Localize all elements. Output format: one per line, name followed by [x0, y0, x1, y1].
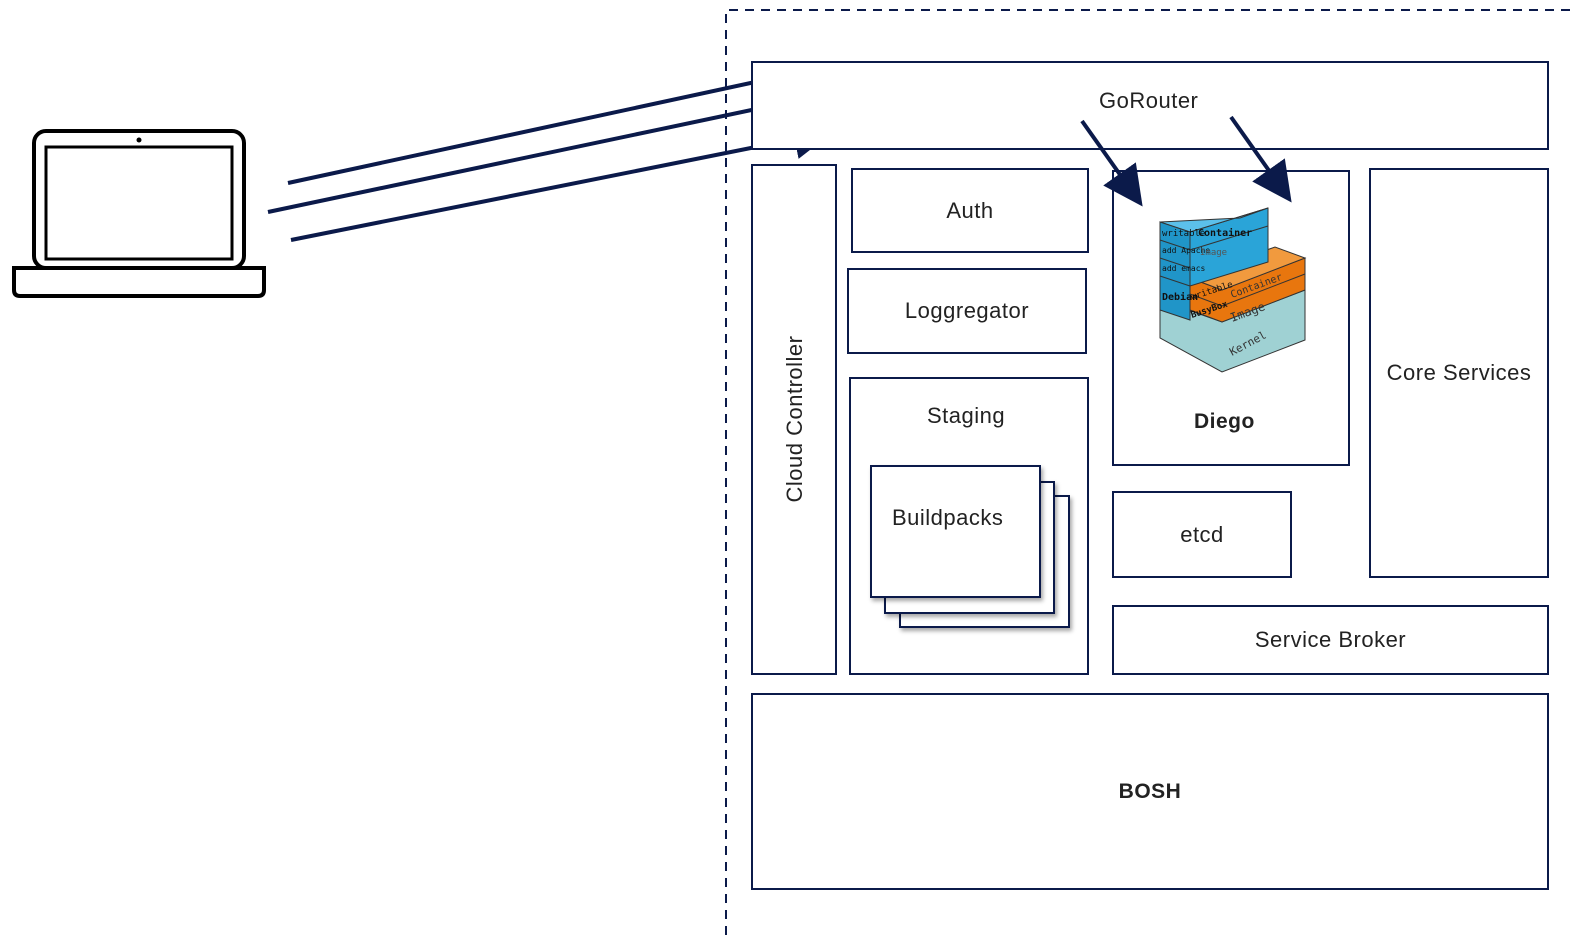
staging-label: Staging — [927, 403, 1006, 428]
buildpacks-label: Buildpacks — [892, 505, 1004, 530]
service-broker-label: Service Broker — [1254, 627, 1407, 652]
cloud-controller-box: Cloud Controller — [751, 164, 837, 675]
platform-boundary — [725, 9, 1575, 935]
loggregator-label: Loggregator — [904, 298, 1030, 323]
service-broker-box: Service Broker — [1112, 605, 1549, 675]
core-services-label: Core Services — [1386, 360, 1532, 385]
auth-box: Auth — [851, 168, 1089, 253]
laptop-icon — [12, 129, 266, 298]
request-arrow-2 — [267, 87, 807, 214]
etcd-box: etcd — [1112, 491, 1292, 578]
bosh-box: BOSH — [751, 693, 1549, 890]
loggregator-box: Loggregator — [847, 268, 1087, 354]
diego-label: Diego — [1194, 410, 1255, 433]
gorouter-box: GoRouter — [751, 61, 1549, 150]
bosh-label: BOSH — [1118, 779, 1182, 803]
request-arrow-1 — [287, 61, 800, 185]
cloud-controller-label: Cloud Controller — [782, 335, 807, 503]
core-services-box: Core Services — [1369, 168, 1549, 578]
diego-box: Diego — [1112, 170, 1350, 466]
etcd-label: etcd — [1180, 521, 1224, 547]
request-arrow-3 — [290, 119, 834, 242]
auth-label: Auth — [946, 197, 994, 223]
gorouter-label: GoRouter — [1099, 88, 1199, 113]
buildpack-card-front: Buildpacks — [870, 465, 1041, 598]
